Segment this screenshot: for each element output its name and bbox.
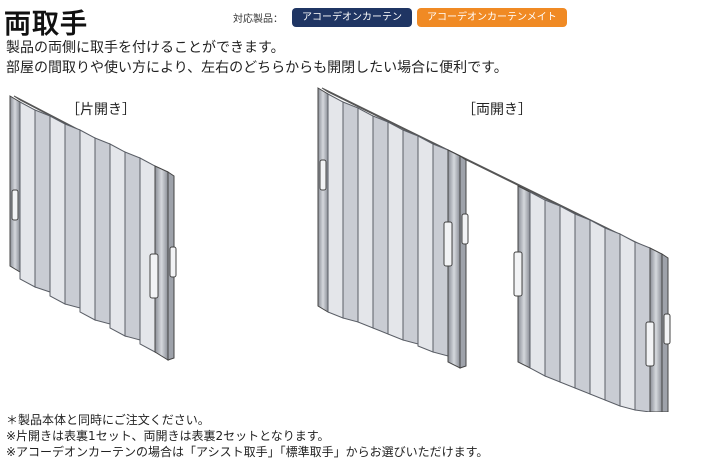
single-opening-curtain-illustration (9, 95, 177, 361)
product-badge-accordion-curtain: アコーデオンカーテン (292, 8, 412, 27)
description-line-2: 部屋の間取りや使い方により、左右のどちらからも開閉したい場合に便利です。 (6, 60, 508, 76)
product-badge-accordion-curtain-mate: アコーデオンカーテンメイト (417, 8, 567, 27)
notes: ＊製品本体と同時にご注文ください。 ※片開きは表裏1セット、両開きは表裏2セット… (6, 412, 488, 460)
page-title: 両取手 (4, 9, 88, 40)
compatible-products: 対応製品： アコーデオンカーテン アコーデオンカーテンメイト (233, 8, 567, 27)
products-label: 対応製品： (233, 14, 283, 25)
double-opening-curtain-illustration (317, 87, 671, 412)
single-opening-label: ［片開き］ (66, 102, 136, 118)
description: 製品の両側に取手を付けることができます。 部屋の間取りや使い方により、左右のどち… (6, 38, 508, 78)
note-line-3: ※アコーデオンカーテンの場合は「アシスト取手」「標準取手」からお選びいただけます… (6, 445, 489, 459)
note-line-2: ※片開きは表裏1セット、両開きは表裏2セットとなります。 (6, 429, 330, 443)
note-line-1: ＊製品本体と同時にご注文ください。 (6, 413, 210, 427)
double-opening-label: ［両開き］ (462, 102, 532, 118)
curtain-diagram (9, 87, 671, 412)
description-line-1: 製品の両側に取手を付けることができます。 (6, 40, 285, 56)
